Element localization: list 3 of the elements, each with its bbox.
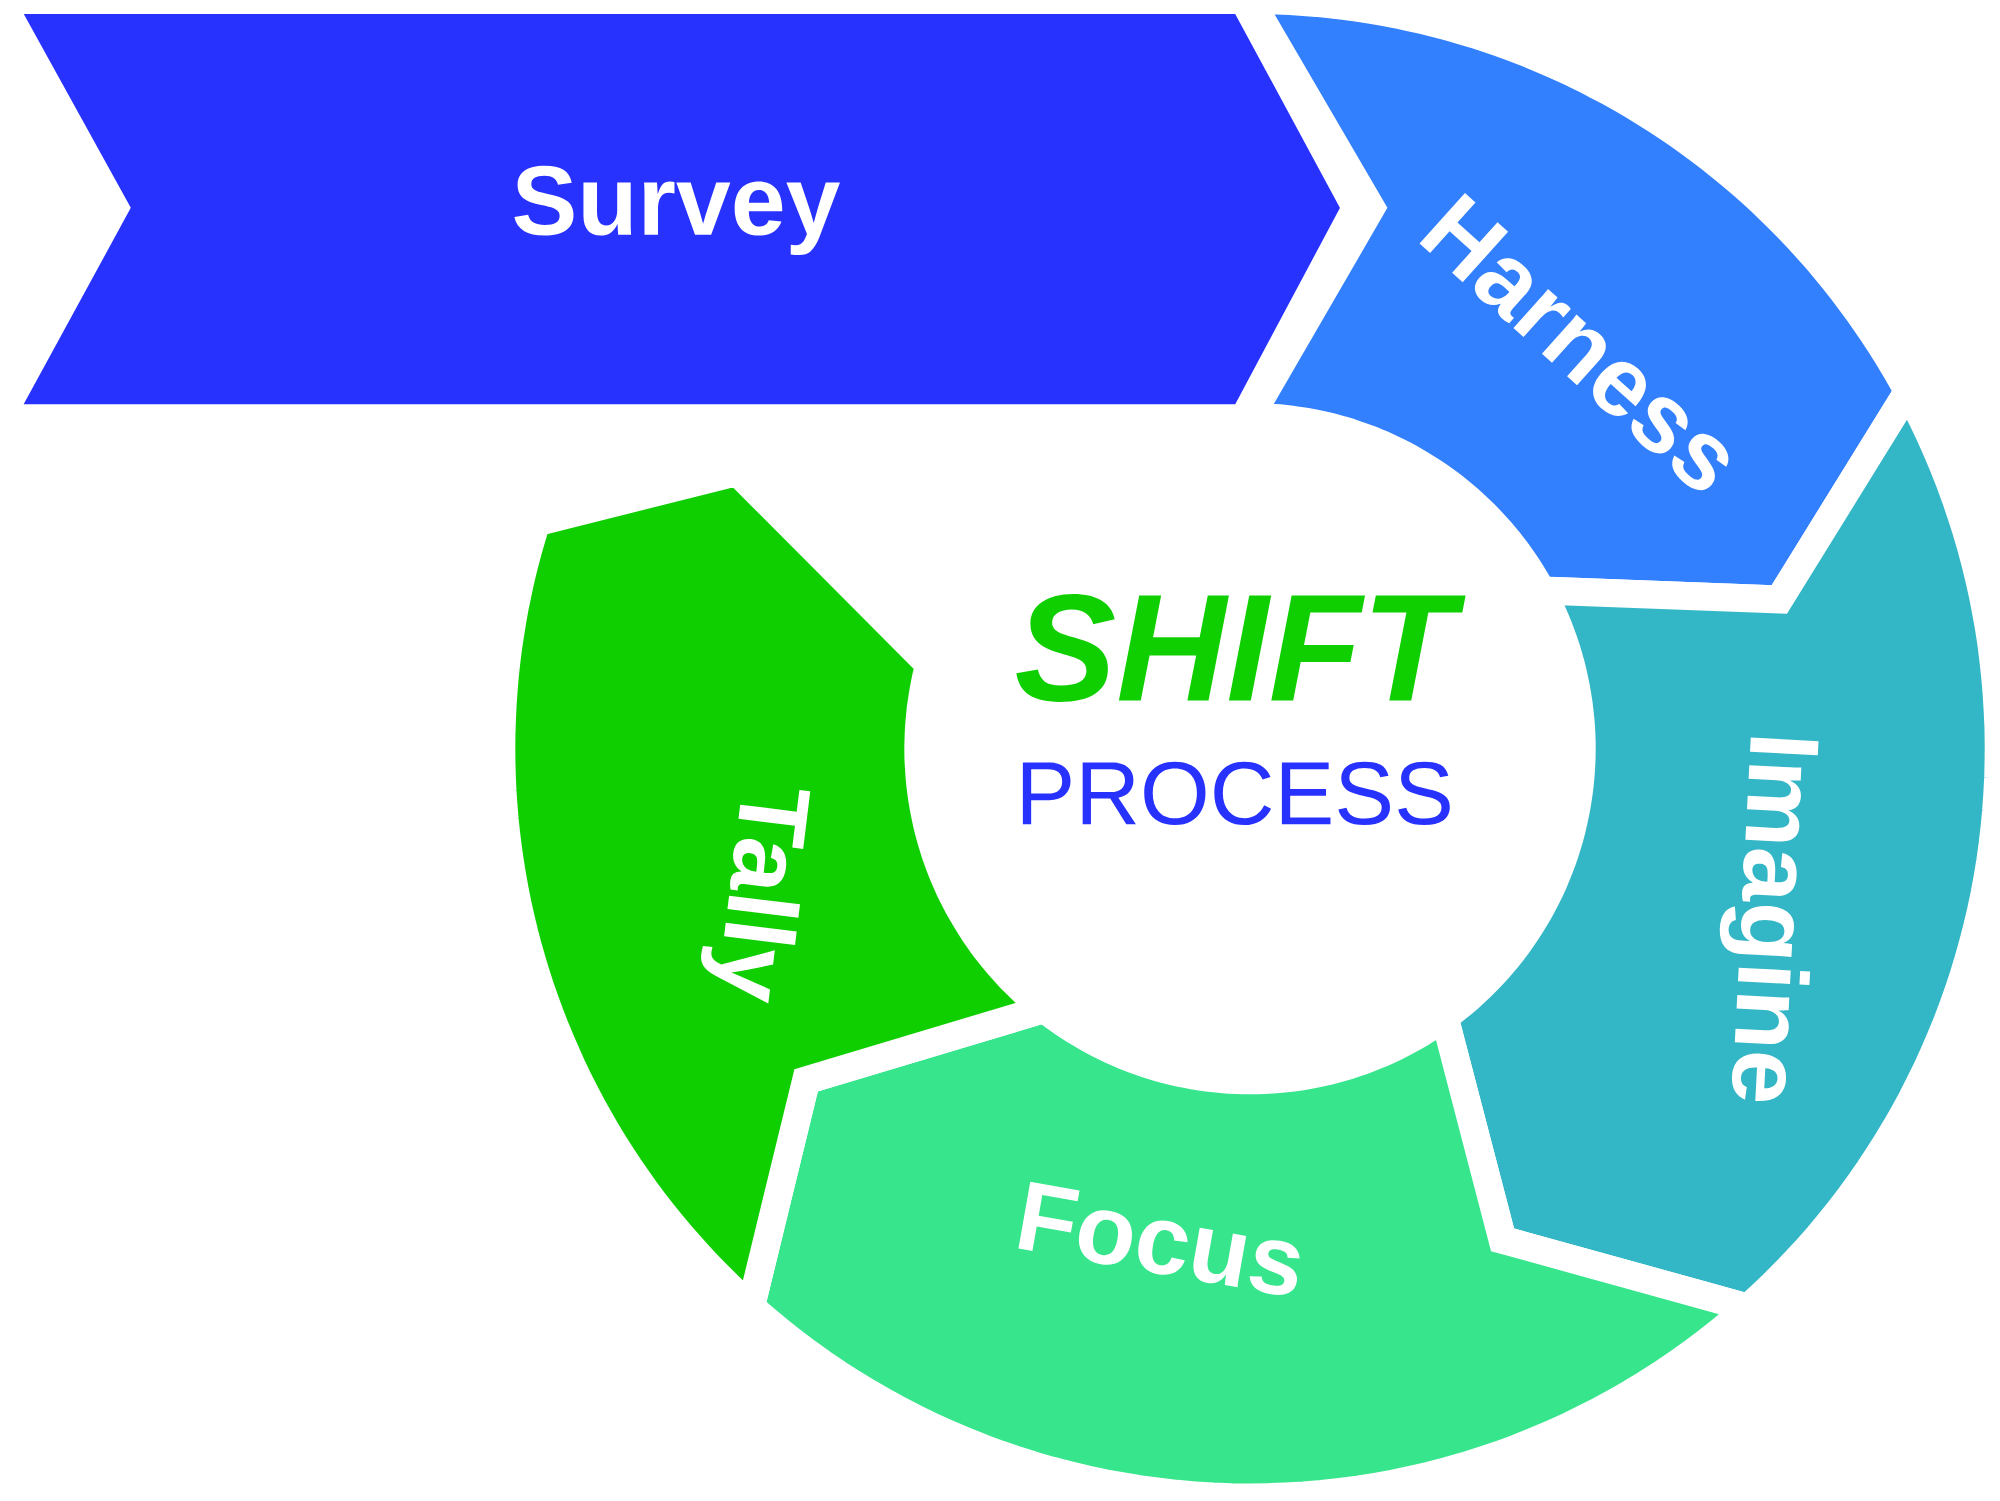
- title-text: SHIFT: [1016, 593, 1466, 702]
- arrow-banner: Survey: [0, 0, 1372, 433]
- subtitle-text: PROCESS: [1022, 761, 1450, 825]
